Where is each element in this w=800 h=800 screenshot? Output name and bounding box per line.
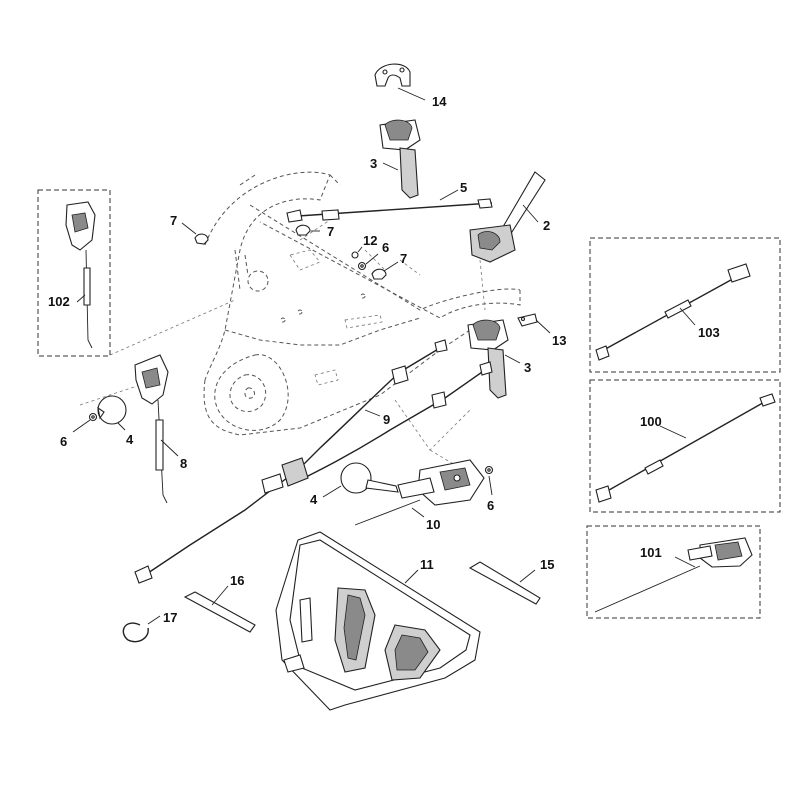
part-7-knob-c (371, 268, 387, 280)
part-6-washer-c (484, 465, 494, 475)
part-103-cable (595, 263, 751, 361)
callout-15: 15 (540, 557, 554, 572)
callout-101: 101 (640, 545, 662, 560)
callout-3-right: 3 (524, 360, 531, 375)
part-13-clip (517, 313, 538, 327)
part-7-knob-b (295, 224, 311, 236)
part-14-clip-cap (374, 63, 411, 87)
part-10-lever-assembly (354, 459, 485, 526)
kit-box-103 (589, 237, 781, 373)
part-15-strap (468, 561, 541, 605)
part-6-washer-b (88, 412, 98, 422)
part-17-snap-ring (122, 622, 149, 643)
callout-102: 102 (48, 294, 70, 309)
callout-17: 17 (163, 610, 177, 625)
callout-16: 16 (230, 573, 244, 588)
part-8-bracket-cable (134, 354, 169, 504)
part-3-lever-top (379, 119, 421, 199)
callout-5: 5 (460, 180, 467, 195)
part-7-knob-a (194, 233, 209, 245)
callout-8: 8 (180, 456, 187, 471)
part-2-handle-lever (469, 171, 546, 263)
part-100-cable (595, 393, 776, 503)
callout-2: 2 (543, 218, 550, 233)
kit-box-102 (37, 189, 111, 357)
callout-14: 14 (432, 94, 447, 109)
callout-13: 13 (552, 333, 566, 348)
kit-box-100 (589, 379, 781, 513)
part-11-collector-shell (275, 531, 481, 711)
part-4-ball-knob-b (340, 462, 399, 494)
part-5-cable (286, 198, 493, 223)
callout-12: 12 (363, 233, 377, 248)
part-6-washer-a (357, 261, 367, 271)
callout-7-right: 7 (400, 251, 407, 266)
callout-11: 11 (420, 557, 434, 572)
callout-4-left: 4 (126, 432, 134, 447)
callout-9: 9 (383, 412, 390, 427)
callout-6-left: 6 (60, 434, 67, 449)
callout-6-right: 6 (487, 498, 494, 513)
callout-3-top: 3 (370, 156, 377, 171)
callout-4-center: 4 (310, 492, 318, 507)
callout-6-top: 6 (382, 240, 389, 255)
kit-box-101 (586, 525, 761, 619)
part-12-nut (351, 251, 359, 259)
part-9-dual-cable (134, 339, 493, 584)
part-101-lever-cable (594, 537, 753, 613)
callout-103: 103 (698, 325, 720, 340)
callout-labels: 14 3 5 2 7 7 12 6 7 13 3 102 6 4 8 9 4 1… (48, 94, 720, 625)
part-102-bracket-cable (65, 201, 96, 349)
handle-frame-ghost (79, 171, 521, 466)
part-3-lever-bottom (467, 319, 509, 399)
callout-7-middle: 7 (327, 224, 334, 239)
callout-100: 100 (640, 414, 662, 429)
callout-10: 10 (426, 517, 440, 532)
callout-7-left: 7 (170, 213, 177, 228)
part-4-ball-knob-a (97, 395, 127, 425)
part-16-strap (183, 591, 256, 633)
